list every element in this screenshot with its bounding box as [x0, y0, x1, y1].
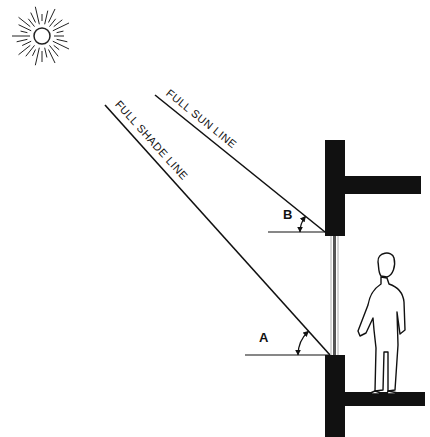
- reference-horizontal: [245, 354, 330, 355]
- person-figure: [358, 253, 405, 394]
- overhang-slab: [345, 176, 421, 194]
- floor-slab: [345, 392, 425, 406]
- line-label: FULL SUN LINE: [164, 87, 239, 151]
- upper-wall: [325, 140, 345, 236]
- window-glass: [333, 236, 336, 356]
- angle-arc: [300, 216, 306, 232]
- angle-label: B: [283, 208, 293, 222]
- lower-wall: [325, 355, 345, 437]
- angle-label: A: [259, 331, 269, 345]
- line-label: FULL SHADE LINE: [113, 98, 190, 182]
- angle-arc: [298, 331, 309, 355]
- full-shade-line: [105, 105, 330, 355]
- reference-horizontal: [268, 231, 325, 232]
- sun-symbol: [12, 7, 69, 65]
